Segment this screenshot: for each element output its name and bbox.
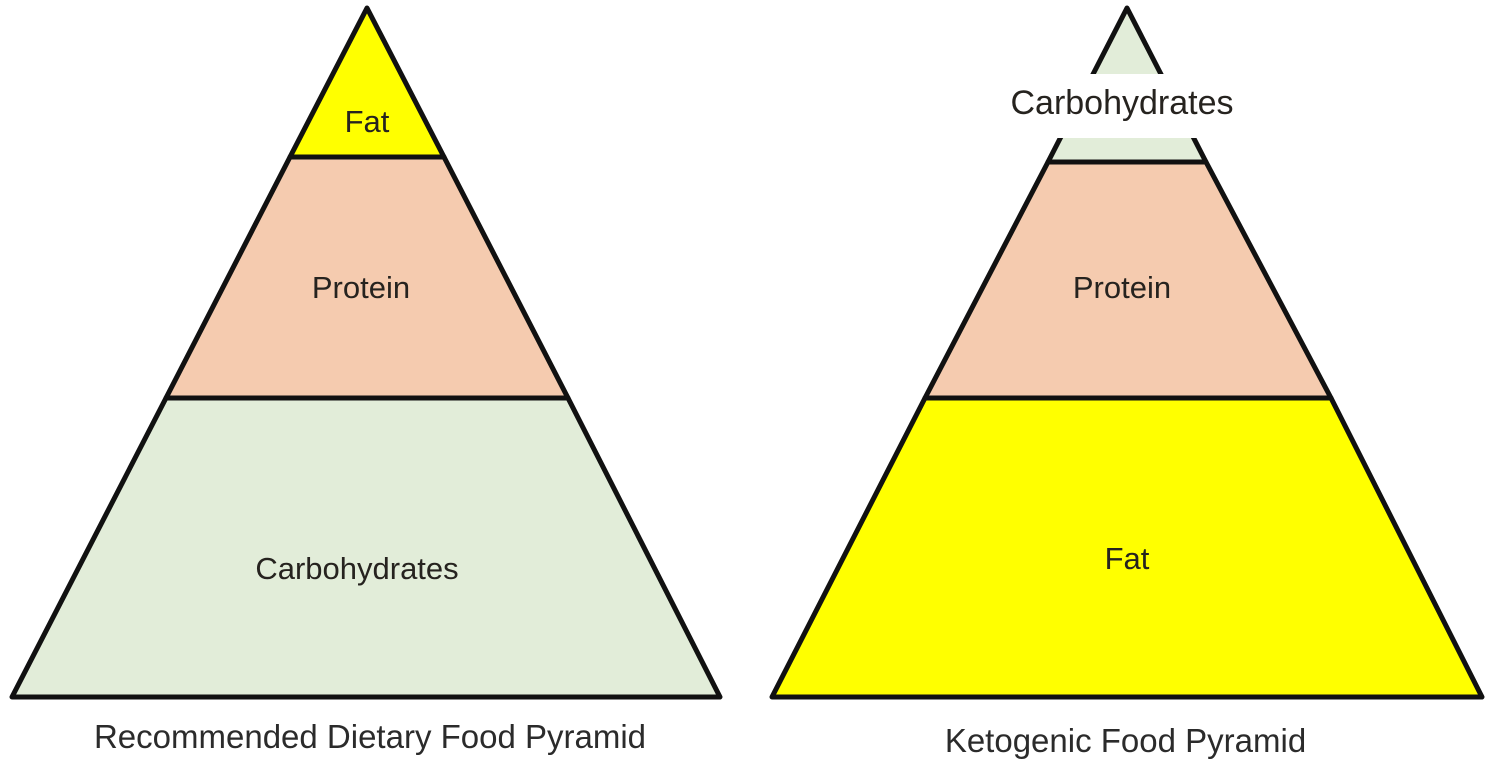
right-carbohydrates-label-backdrop bbox=[960, 74, 1290, 138]
left-band-carbohydrates-label: Carbohydrates bbox=[255, 551, 458, 586]
right-band-fat-label: Fat bbox=[1105, 541, 1150, 576]
left-pyramid-caption: Recommended Dietary Food Pyramid bbox=[93, 718, 647, 755]
right-band-protein-label: Protein bbox=[1073, 270, 1171, 305]
left-pyramid: Fat Protein Carbohydrates bbox=[9, 5, 723, 700]
left-band-fat-label: Fat bbox=[345, 104, 390, 139]
left-band-carbohydrates-shape bbox=[9, 395, 723, 700]
right-band-carbohydrates-label: Carbohydrates bbox=[1010, 84, 1233, 122]
right-pyramid-caption: Ketogenic Food Pyramid bbox=[944, 722, 1307, 759]
left-band-protein-label: Protein bbox=[312, 270, 410, 305]
right-band-fat-shape bbox=[769, 395, 1485, 700]
right-pyramid: Carbohydrates Protein Fat bbox=[769, 5, 1485, 700]
